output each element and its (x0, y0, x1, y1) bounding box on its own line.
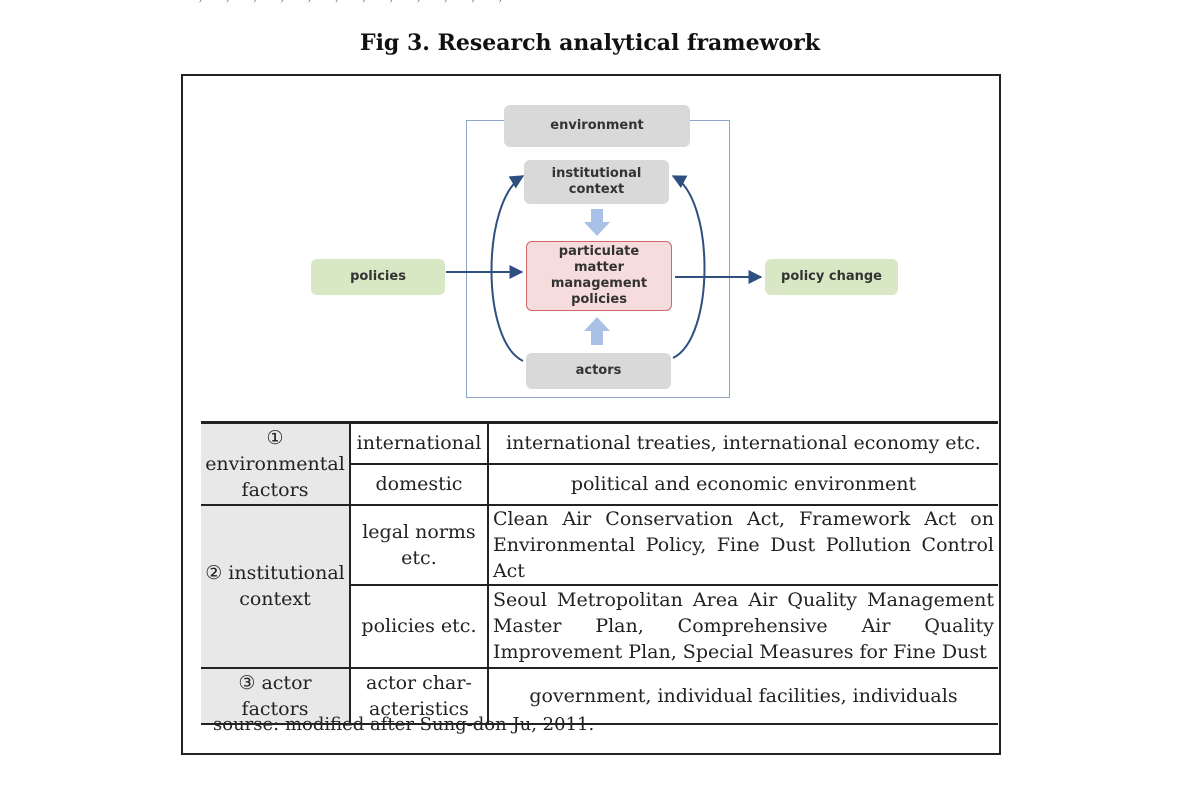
node-policies: policies (311, 259, 445, 295)
node-actors: actors (526, 353, 671, 389)
subcategory-cell: domestic (349, 462, 489, 506)
subcategory-cell: international (348, 421, 489, 465)
source-note: sourse: modified after Sung-don Ju, 2011… (213, 714, 595, 735)
node-institutional-context: institutional context (524, 160, 669, 204)
category-cell: ① environmental factors (201, 421, 351, 506)
top-text-fragment: · ‚ · ‚ · ‚ · ‚ · ‚ · ‚ · ‚ · ‚ · ‚ · ‚ … (185, 0, 665, 4)
arrow-up-block (584, 317, 610, 345)
table-row: domestic political and economic environm… (201, 462, 998, 506)
table-row: ① environmental factors international in… (201, 421, 998, 506)
figure-title: Fig 3. Research analytical framework (359, 30, 821, 56)
description-cell: political and economic environment (486, 462, 998, 506)
arrow-down-block (584, 209, 610, 236)
node-particulate-matter-policies: particulate matter management policies (526, 241, 672, 311)
category-cell: ② institutional context (201, 503, 351, 669)
arrow-left-loop (490, 175, 525, 362)
category-cell: ③ actor factors (201, 666, 351, 725)
framework-diagram: environment institutional context partic… (183, 76, 999, 421)
diagram-arrows (446, 175, 763, 362)
description-cell: international treaties, international ec… (486, 421, 998, 465)
subcategory-cell: policies etc. (349, 583, 489, 669)
node-policy-change: policy change (765, 259, 898, 295)
table-row: ② institutional context legal norms etc.… (201, 503, 998, 669)
description-cell: government, individual facilities, indiv… (486, 666, 998, 725)
arrow-right-loop (671, 175, 706, 359)
subcategory-cell: legal norms etc. (348, 503, 489, 586)
framework-table: ① environmental factors international in… (201, 421, 998, 725)
subcategory-cell: actor char-acteristics (348, 666, 489, 725)
table-row: policies etc. Seoul Metropolitan Area Ai… (201, 583, 998, 669)
table-row: ③ actor factors actor char-acteristics g… (201, 666, 998, 725)
description-cell: Clean Air Conservation Act, Framework Ac… (486, 503, 998, 586)
description-cell: Seoul Metropolitan Area Air Quality Mana… (486, 583, 998, 669)
node-environment: environment (504, 105, 690, 147)
figure-box: environment institutional context partic… (181, 74, 1001, 755)
